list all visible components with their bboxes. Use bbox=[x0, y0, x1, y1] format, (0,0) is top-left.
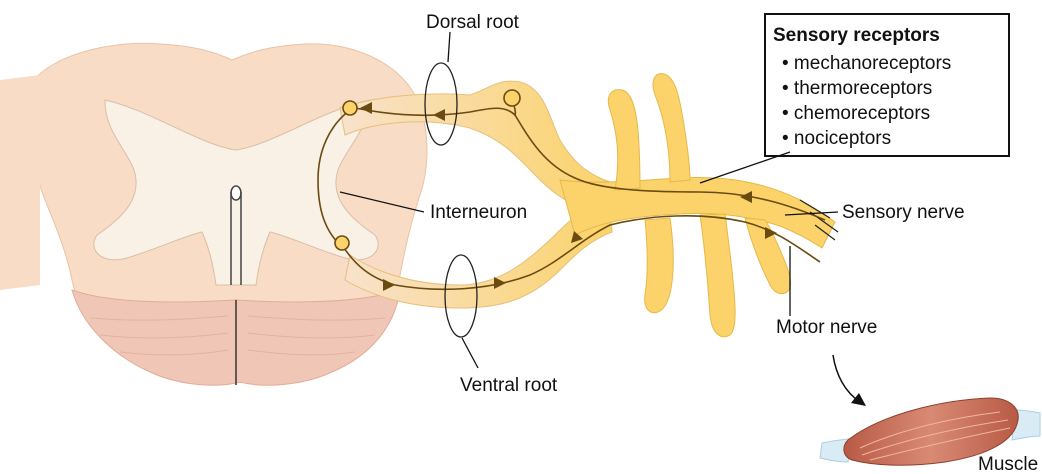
receptor-box: Sensory receptors • mechanoreceptors • t… bbox=[765, 14, 1009, 156]
motor-to-muscle-arrowhead bbox=[851, 393, 866, 406]
motor-to-muscle-arrow bbox=[833, 355, 860, 402]
label-dorsal-root: Dorsal root bbox=[426, 12, 520, 33]
sensory-cell-body bbox=[504, 90, 520, 106]
label-sensory-nerve: Sensory nerve bbox=[842, 202, 965, 223]
leader-dorsal-root bbox=[448, 32, 450, 62]
label-interneuron: Interneuron bbox=[430, 202, 527, 223]
interneuron-cell-body bbox=[343, 101, 357, 115]
cord-left-edge bbox=[0, 75, 40, 290]
nerve-branch-up-2 bbox=[653, 74, 690, 182]
nerve-branch-down-1 bbox=[645, 218, 674, 313]
central-canal bbox=[231, 186, 241, 200]
receptor-item-chemoreceptors: • chemoreceptors bbox=[782, 103, 930, 124]
receptor-item-mechanoreceptors: • mechanoreceptors bbox=[782, 53, 951, 74]
receptor-item-nociceptors: • nociceptors bbox=[782, 128, 891, 149]
receptor-box-title: Sensory receptors bbox=[773, 25, 940, 46]
label-motor-nerve: Motor nerve bbox=[776, 317, 877, 338]
motor-cell-body bbox=[335, 236, 349, 250]
nerve-branch-down-2 bbox=[700, 214, 735, 337]
nerve-branch-up-1 bbox=[608, 90, 640, 190]
receptor-item-thermoreceptors: • thermoreceptors bbox=[782, 78, 932, 99]
leader-receptors bbox=[700, 152, 790, 183]
nerve-trunk bbox=[560, 178, 835, 248]
label-muscle: Muscle bbox=[978, 454, 1038, 474]
leader-ventral-root bbox=[462, 338, 478, 368]
spinal-cord bbox=[0, 43, 427, 385]
label-ventral-root: Ventral root bbox=[460, 375, 558, 396]
